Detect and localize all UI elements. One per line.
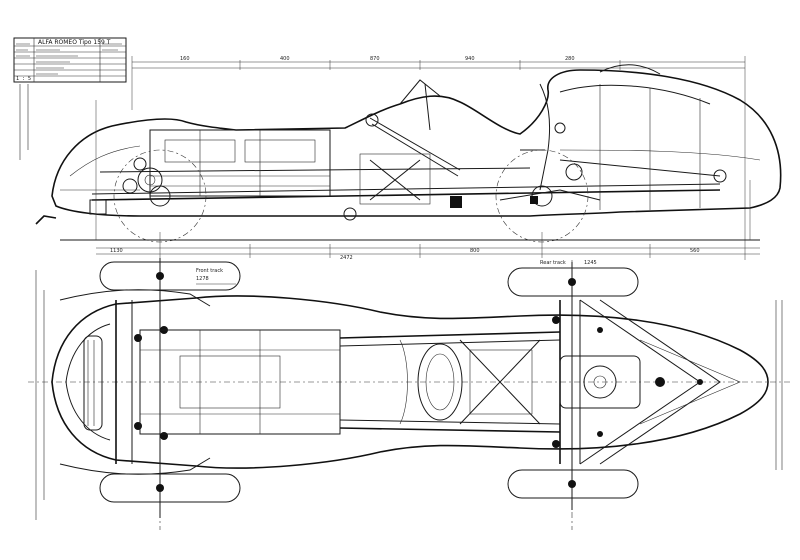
title-block-title: ALFA ROMEO Tipo 159 T [38, 39, 111, 46]
title-block: ALFA ROMEO Tipo 159 T 1 : 5 [13, 37, 127, 160]
dim-label-5: 280 [565, 56, 575, 62]
dim-label-2: 400 [280, 56, 290, 62]
dim-label-3: 870 [370, 56, 380, 62]
front-track-label: Front track [196, 268, 223, 274]
dim-label-4: 940 [465, 56, 475, 62]
rear-track-dim: 1245 [584, 260, 597, 266]
dim-label-7: 800 [470, 248, 480, 254]
dim-label-1: 160 [180, 56, 190, 62]
rear-track-label: Rear track [540, 260, 566, 266]
plan-view: Front track 1278 Rear track 1245 [28, 258, 790, 530]
dim-label-8: 560 [690, 248, 700, 254]
side-overall-dim: 2472 [340, 255, 353, 261]
title-block-scale: 1 : 5 [16, 76, 31, 82]
front-track-dim: 1278 [196, 276, 209, 282]
dim-label-6: 1130 [110, 248, 123, 254]
side-elevation: 160 400 870 940 280 [35, 56, 782, 261]
